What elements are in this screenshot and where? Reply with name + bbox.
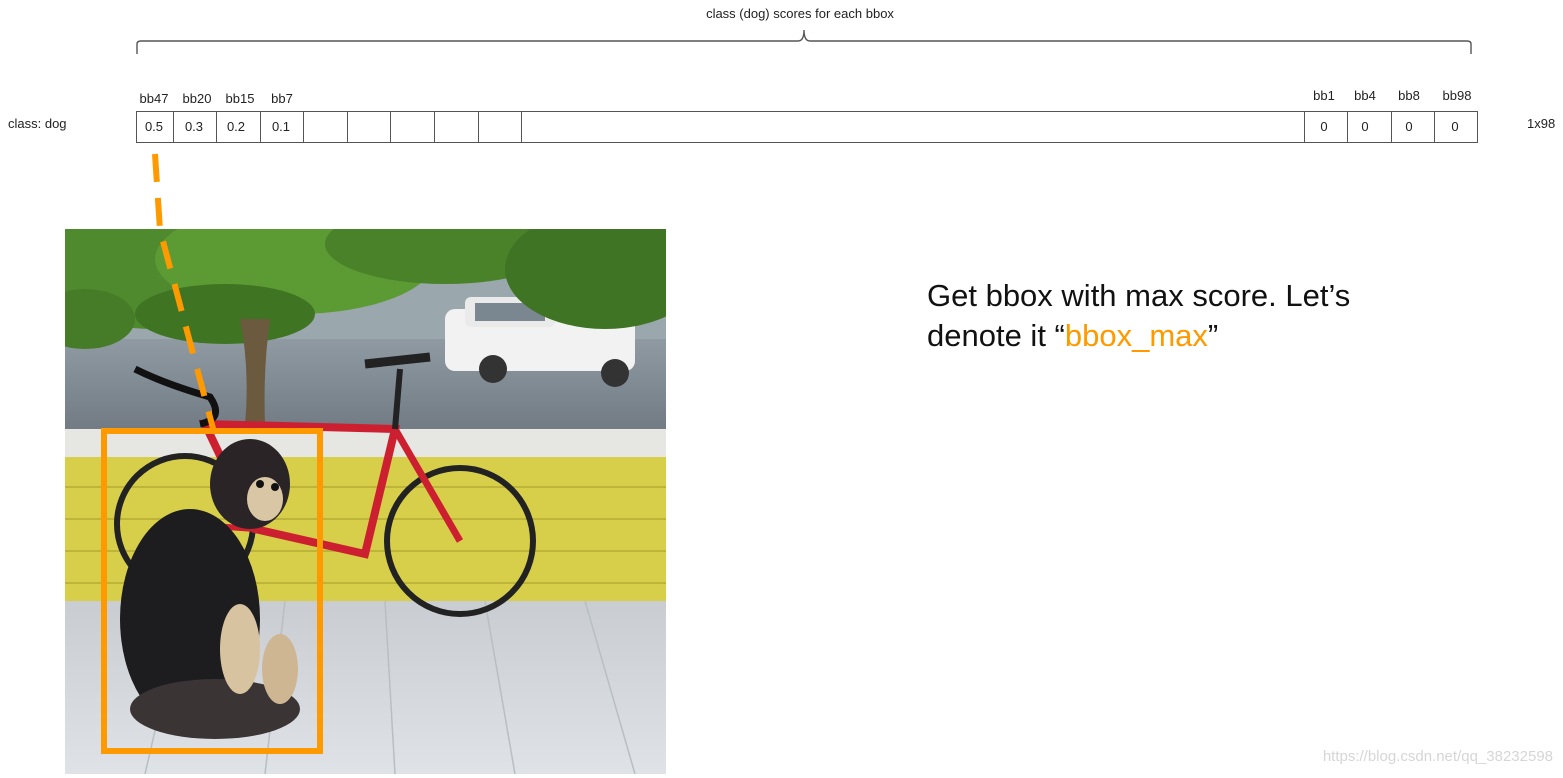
note-line-2: denote it “bbox_max” [927,316,1447,356]
score-cell-bb15: 0.2 [226,119,246,134]
cell-divider [1347,112,1348,142]
note-line-2-prefix: denote it “ [927,318,1065,353]
header-bb15: bb15 [225,91,255,106]
cell-divider [1391,112,1392,142]
score-cell-bb7: 0.1 [271,119,291,134]
header-bb4: bb4 [1354,88,1376,103]
header-bb98: bb98 [1442,88,1472,103]
header-bb47: bb47 [139,91,169,106]
header-bb8: bb8 [1398,88,1420,103]
score-cell-bb1: 0 [1320,119,1328,134]
watermark: https://blog.csdn.net/qq_38232598 [1322,748,1553,765]
score-cell-bb8: 0 [1405,119,1413,134]
score-cell-bb47: 0.5 [144,119,164,134]
class-label: class: dog [8,116,67,131]
cell-divider [521,112,522,142]
note-line-1: Get bbox with max score. Let’s [927,278,1351,313]
cell-divider [1304,112,1305,142]
header-bb7: bb7 [271,91,293,106]
score-cell-bb4: 0 [1361,119,1369,134]
dog-bicycle-photo [65,229,666,774]
bbox-max-label: bbox_max [1064,318,1208,353]
cell-divider [1434,112,1435,142]
cell-divider [173,112,174,142]
header-bb1: bb1 [1313,88,1335,103]
caption-brace [136,29,1472,54]
dimension-label: 1x98 [1527,116,1556,131]
cell-divider [303,112,304,142]
score-row: 0.5 0.3 0.2 0.1 0 0 0 0 [136,111,1478,143]
cell-divider [478,112,479,142]
annotation-note: Get bbox with max score. Let’s denote it… [927,276,1447,356]
header-bb20: bb20 [182,91,212,106]
cell-divider [390,112,391,142]
scores-caption: class (dog) scores for each bbox [706,6,894,21]
cell-divider [434,112,435,142]
note-line-2-suffix: ” [1207,318,1219,353]
score-cell-bb20: 0.3 [184,119,204,134]
cell-divider [347,112,348,142]
score-cell-bb98: 0 [1451,119,1459,134]
cell-divider [216,112,217,142]
cell-divider [260,112,261,142]
